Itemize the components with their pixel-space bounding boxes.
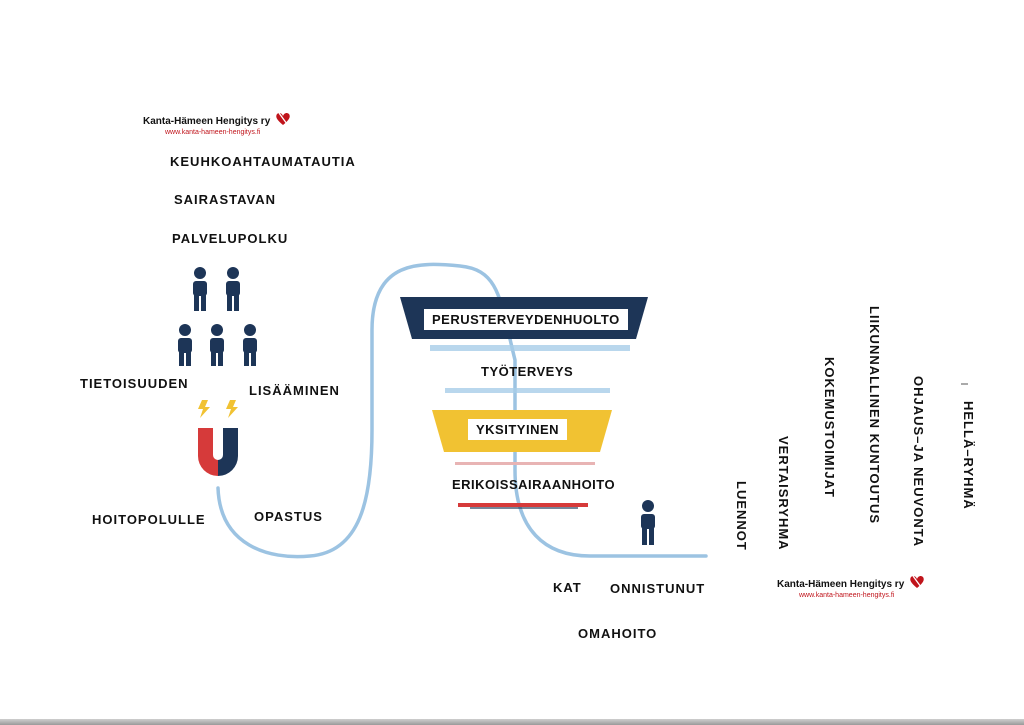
logo-top: Kanta-Hämeen Hengitys ry www.kanta-hamee… [143,111,291,136]
people-group-icon [178,267,257,366]
person-icon [178,324,192,366]
label-hella-ryhma: HELLÄ–RYHMÄ [961,401,976,510]
logo-name: Kanta-Hämeen Hengitys ry [777,579,905,590]
label-kat: KAT [553,580,582,595]
label-lisaaminen: LISÄÄMINEN [249,383,340,398]
title-line-3: PALVELUPOLKU [172,231,289,246]
heart-logo-icon [909,575,924,588]
logo-url: www.kanta-hameen-hengitys.fi [799,592,895,599]
label-opastus: OPASTUS [254,509,323,524]
funnel-stripe [470,507,578,509]
service-path-line [216,262,708,559]
label-liikunnallinen-kuntoutus: LIIKUNNALLINEN KUNTOUTUS [867,306,882,525]
heart-logo-icon [275,112,290,125]
funnel-stripe [430,345,630,351]
funnel-stripe [445,388,610,393]
label-onnistunut: ONNISTUNUT [610,581,706,596]
funnel-label-erikoissairaanhoito: ERIKOISSAIRAANHOITO [452,477,616,492]
person-icon [641,500,655,545]
label-tietoisuuden: TIETOISUUDEN [80,376,189,391]
label-luennot: LUENNOT [734,481,749,551]
label-hoitopolulle: HOITOPOLULLE [92,512,206,527]
label-vertaisryhma: VERTAISRYHMA [776,436,791,551]
logo-url: www.kanta-hameen-hengitys.fi [165,129,261,136]
person-icon [193,267,207,311]
label-ohjaus-ja-neuvonta: OHJAUS–JA NEUVONTA [911,376,926,548]
funnel-stripe [455,462,595,465]
title-line-2: SAIRASTAVAN [174,192,276,207]
funnel-label-tyoterveys: TYÖTERVEYS [481,364,574,379]
label-kokemustoimijat: KOKEMUSTOIMIJAT [822,357,837,498]
person-icon [243,324,257,366]
logo-name: Kanta-Hämeen Hengitys ry [143,116,271,127]
scan-bottom-edge [0,719,1024,725]
label-omahoito: OMAHOITO [578,626,658,641]
person-icon [210,324,224,366]
lightning-icon [198,400,238,418]
person-icon [226,267,240,311]
title-line-1: KEUHKOAHTAUMATAUTIA [170,154,356,169]
funnel-label-yksityinen: YKSITYINEN [468,419,568,440]
funnel-bottom-stripe [458,503,588,507]
logo-bottom: Kanta-Hämeen Hengitys ry www.kanta-hamee… [777,574,925,599]
funnel-label-perusterveydenhuolto: PERUSTERVEYDENHUOLTO [424,309,628,330]
magnet-icon [198,428,238,476]
